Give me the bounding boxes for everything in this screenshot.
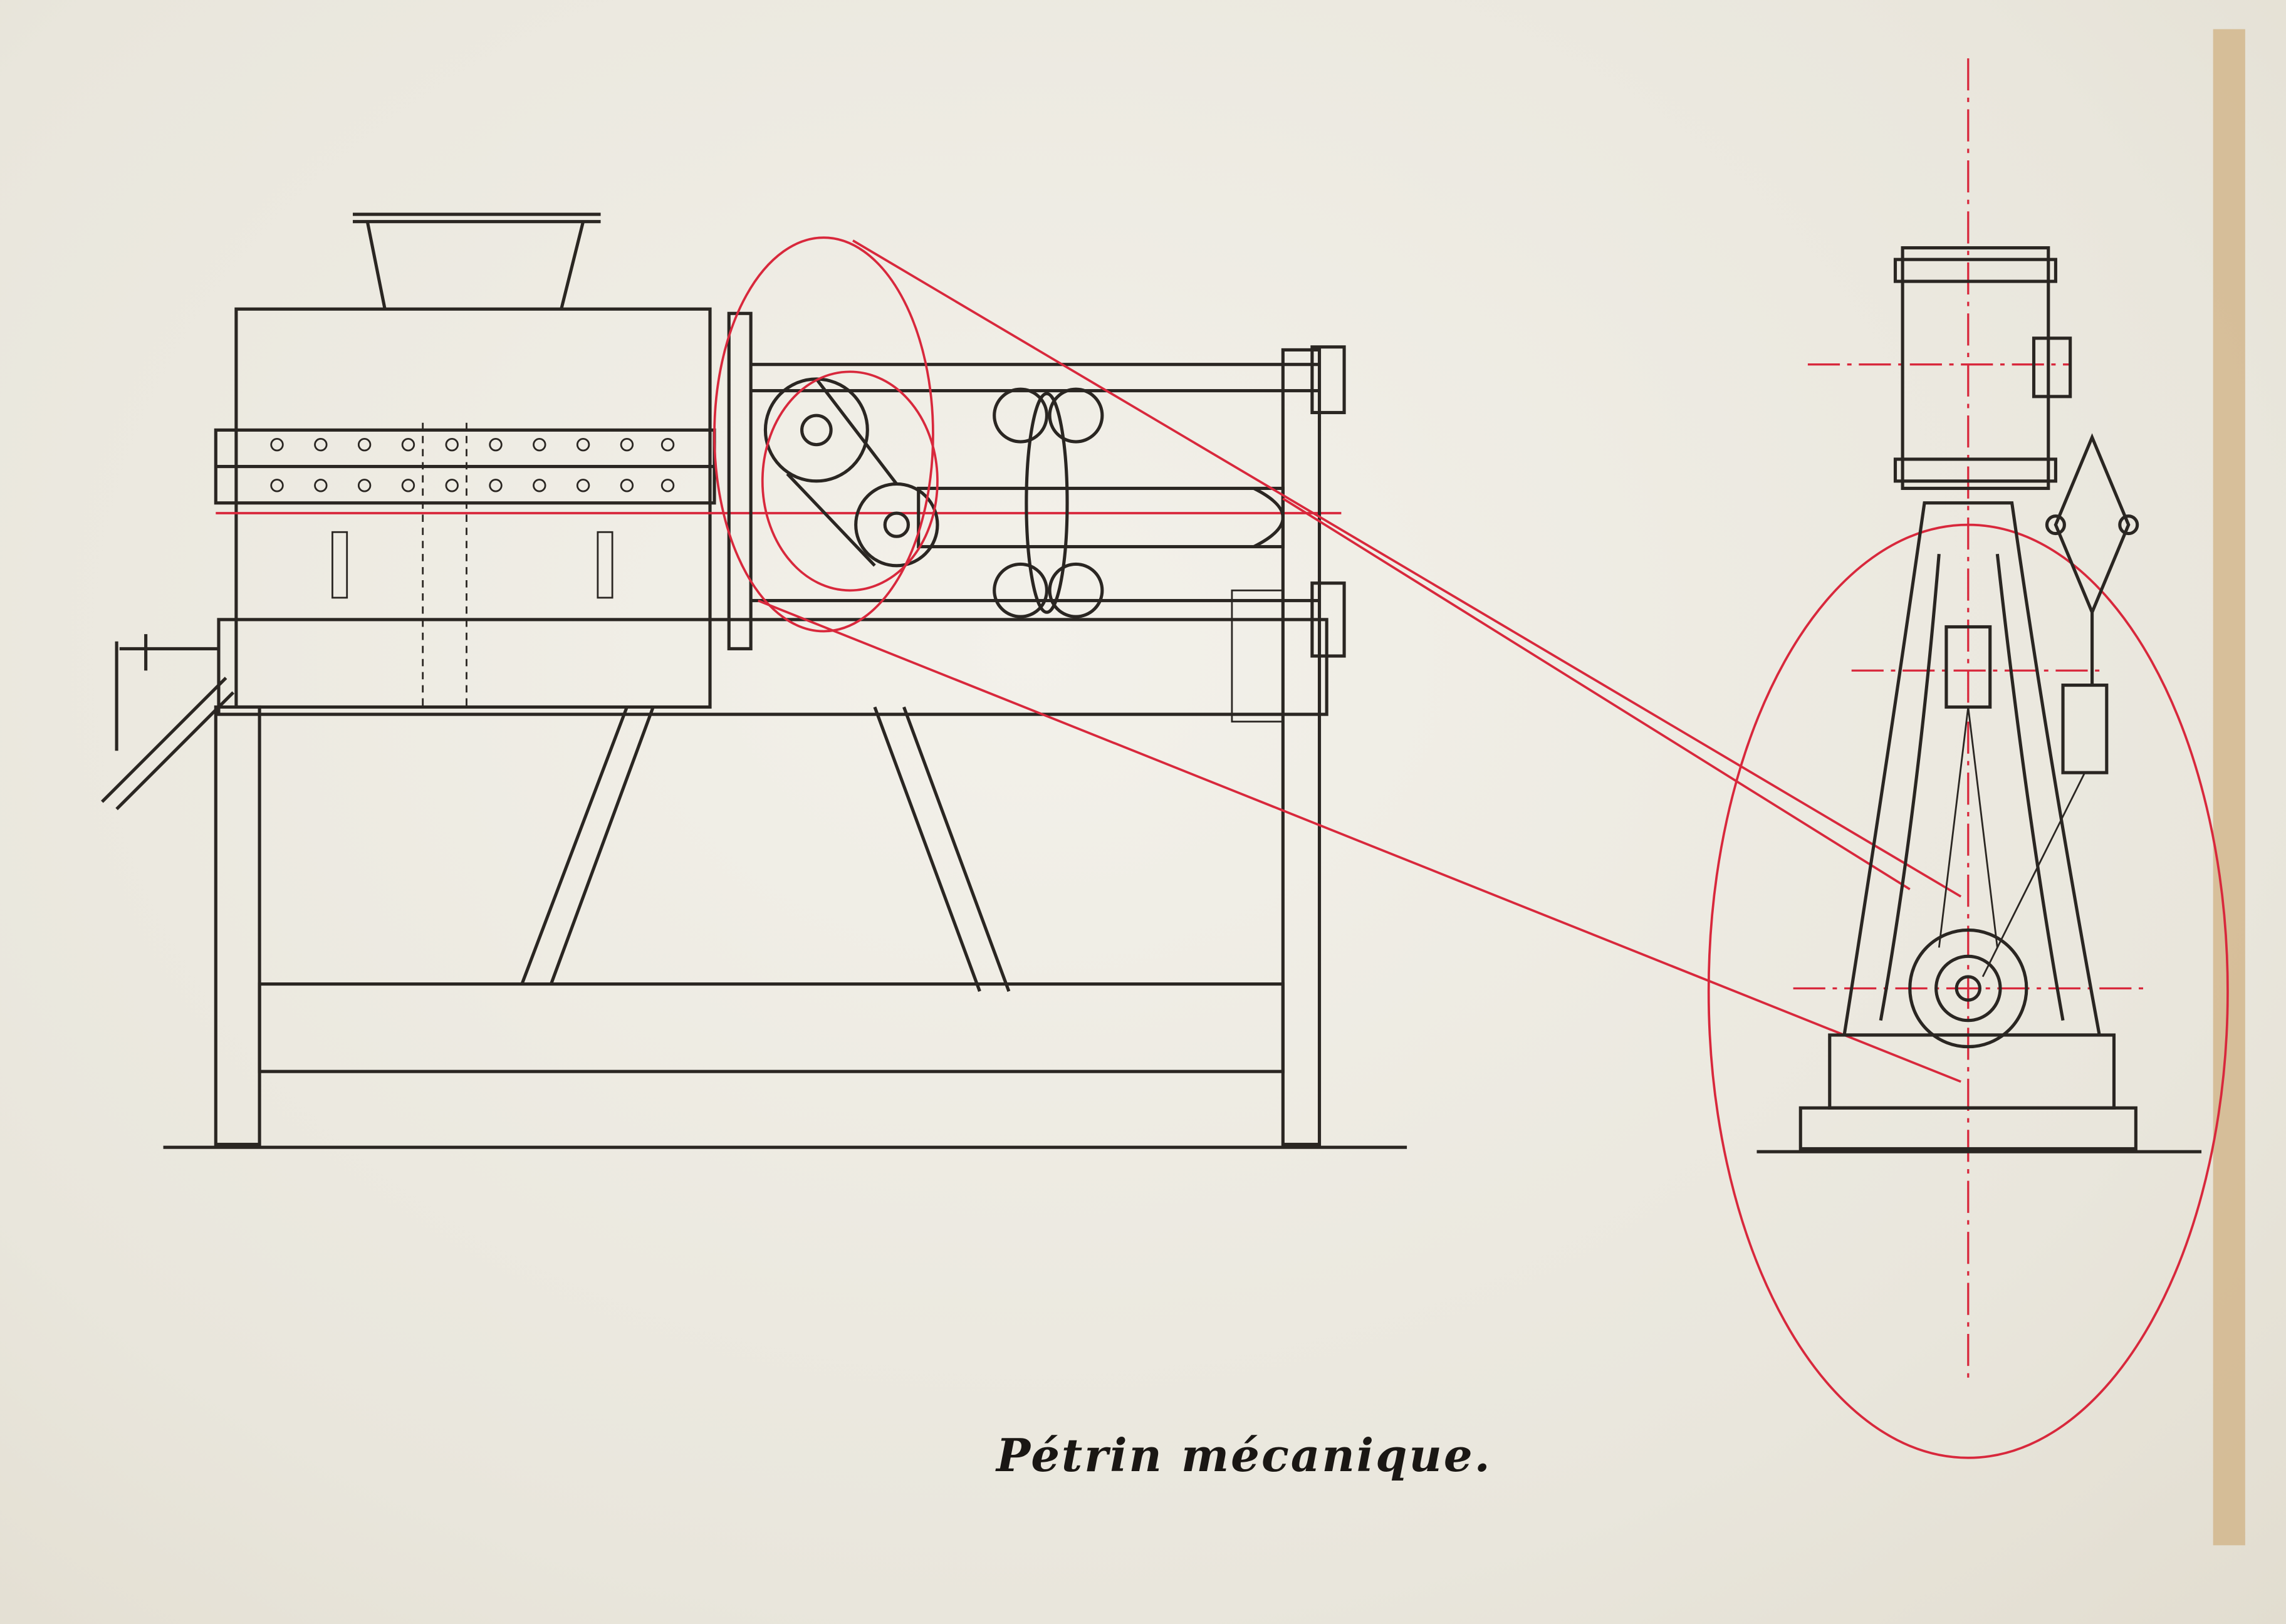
- shafts: [751, 363, 1320, 603]
- rivet-holes: [270, 437, 675, 492]
- valve-box: [2061, 684, 2109, 774]
- left-leg: [214, 705, 261, 1147]
- trough: [234, 307, 712, 709]
- screw-shaft: [917, 486, 1285, 549]
- a-frame: [1842, 501, 2102, 1037]
- steam-engine: [1756, 246, 2202, 1153]
- gear-wheel: [763, 377, 869, 483]
- nut-top: [1310, 345, 1346, 415]
- braces: [520, 706, 1011, 992]
- cylinder: [1901, 246, 2050, 491]
- kneading-machine: [101, 212, 1407, 1149]
- rosette-gear: [993, 387, 1104, 618]
- drawing-caption: Pétrin mécanique.: [996, 1429, 1492, 1482]
- flywheel: [1908, 928, 2028, 1049]
- hopper: [353, 212, 601, 310]
- lower-rail: [217, 618, 1328, 716]
- belt-construction-lines: [713, 58, 2229, 1459]
- paper-edge-stain: [2213, 29, 2245, 1546]
- right-leg: [1281, 348, 1322, 1147]
- nut-bottom: [1310, 581, 1346, 658]
- cross-bar: [258, 982, 1285, 1073]
- screw-handle: [101, 634, 235, 811]
- base: [1798, 1106, 2137, 1151]
- governor: [2054, 433, 2131, 685]
